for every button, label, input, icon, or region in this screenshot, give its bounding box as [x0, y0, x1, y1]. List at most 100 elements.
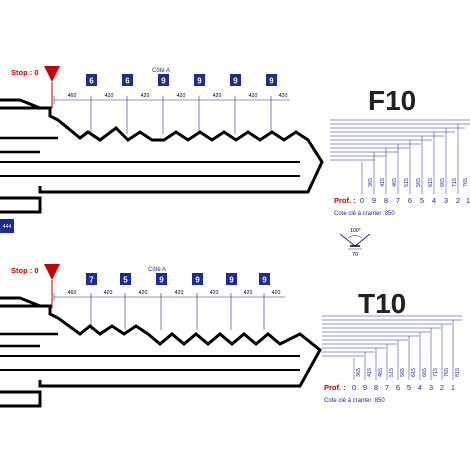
stop-marker-icon — [44, 264, 60, 280]
depth-value: 615 — [428, 178, 434, 187]
depth-number: 3 — [429, 383, 433, 392]
cut-value: 9 — [262, 276, 267, 285]
spacing-value: 420 — [210, 290, 219, 296]
cut-value: 9 — [161, 77, 166, 86]
cut-box — [192, 273, 203, 285]
cut-value: 7 — [89, 276, 94, 285]
depth-value: 715 — [452, 178, 458, 187]
code-title: F10 — [368, 85, 416, 116]
depth-numbers: 0 9 8 7 6 5 4 3 2 1 — [360, 196, 470, 205]
spacing-value: 420 — [279, 93, 288, 99]
spacing-value: 420 — [104, 290, 113, 296]
cut-codes: 6 6 9 9 9 9 — [86, 74, 277, 86]
panel-f10: Stop : 0 Côté A 6 6 9 9 9 9 — [0, 66, 470, 217]
spacing-value: 420 — [177, 93, 186, 99]
depth-number: 2 — [440, 383, 444, 392]
side-label: Côté A — [152, 68, 170, 74]
spacing-value: 460 — [68, 93, 77, 99]
cut-box — [194, 74, 205, 86]
spacing-value: 420 — [139, 290, 148, 296]
depth-number: 6 — [408, 196, 412, 205]
cut-box — [158, 74, 169, 86]
prof-label: Prof. : — [334, 196, 356, 205]
depth-value: 815 — [455, 368, 461, 377]
spacing-value: 460 — [68, 290, 77, 296]
depth-number: 0 — [352, 383, 356, 392]
depth-value: 665 — [440, 178, 446, 187]
depth-number: 4 — [432, 196, 436, 205]
depth-number: 3 — [444, 196, 448, 205]
cut-value: 9 — [269, 77, 274, 86]
key-blade — [0, 296, 322, 408]
depth-number: 7 — [396, 196, 400, 205]
spacing-dimensions: 460 420 420 420 420 420 420 — [53, 290, 285, 330]
depth-value: 565 — [416, 178, 422, 187]
depth-value: 365 — [356, 368, 362, 377]
depth-value: 665 — [422, 368, 428, 377]
key-blade — [0, 98, 324, 214]
cut-value: 9 — [233, 77, 238, 86]
cut-value: 9 — [229, 276, 234, 285]
depth-number: 5 — [420, 196, 424, 205]
panel-t10: Stop : 0 Côté A 7 5 9 9 9 9 — [0, 264, 462, 408]
stop-marker-icon — [44, 66, 60, 82]
cut-box — [259, 273, 270, 285]
spacing-value: 420 — [141, 93, 150, 99]
angle-label: 100° — [350, 228, 361, 234]
depth-number: 4 — [418, 383, 422, 392]
cut-box — [156, 273, 167, 285]
spacing-value: 420 — [244, 290, 253, 296]
depth-value: 415 — [367, 368, 373, 377]
depth-value: 715 — [433, 368, 439, 377]
cut-box — [86, 74, 97, 86]
angle-width: 70 — [352, 252, 358, 258]
depth-number: 0 — [360, 196, 364, 205]
depth-value: 465 — [378, 368, 384, 377]
side-badge-icon — [0, 219, 14, 233]
depth-value: 515 — [389, 368, 395, 377]
spacing-value: 420 — [272, 290, 281, 296]
code-title: T10 — [358, 288, 406, 319]
cut-box — [122, 74, 133, 86]
cut-value: 9 — [195, 276, 200, 285]
cut-value: 6 — [89, 77, 94, 86]
spacing-dimensions: 460 420 420 420 420 420 420 — [53, 93, 290, 134]
depth-numbers: 0 9 8 7 6 5 4 3 2 1 — [352, 383, 455, 392]
depth-value: 615 — [411, 368, 417, 377]
depth-number: 7 — [385, 383, 389, 392]
cut-value: 9 — [197, 77, 202, 86]
depth-number: 8 — [384, 196, 388, 205]
spacing-value: 420 — [105, 93, 114, 99]
cut-value: 6 — [125, 77, 130, 86]
stop-label: Stop : 0 — [11, 266, 39, 275]
spacing-value: 420 — [249, 93, 258, 99]
side-label: Côté A — [148, 267, 166, 273]
cut-value: 9 — [159, 276, 164, 285]
cote-label: Cote clé à cranter :850 — [324, 398, 385, 404]
depth-value: 765 — [444, 368, 450, 377]
cut-box — [86, 273, 97, 285]
depth-value: 365 — [368, 178, 374, 187]
cut-box — [230, 74, 241, 86]
depth-chart: 365 415 465 515 565 615 665 715 765 815 — [322, 315, 462, 380]
depth-number: 1 — [451, 383, 455, 392]
cote-label: Cote clé à cranter :850 — [334, 211, 395, 217]
stop-label: Stop : 0 — [11, 68, 39, 77]
spacing-value: 420 — [213, 93, 222, 99]
depth-value: 515 — [404, 178, 410, 187]
depth-chart: 365 415 465 515 565 615 665 715 765 — [330, 119, 470, 194]
depth-number: 5 — [407, 383, 411, 392]
depth-number: 6 — [396, 383, 400, 392]
depth-number: 2 — [456, 196, 460, 205]
prof-label: Prof. : — [324, 383, 346, 392]
cut-box — [266, 74, 277, 86]
spacing-value: 420 — [175, 290, 184, 296]
depth-number: 1 — [466, 196, 470, 205]
cut-box — [120, 273, 131, 285]
depth-value: 415 — [380, 178, 386, 187]
cut-box — [226, 273, 237, 285]
cut-angle-diagram: 100° 70 — [339, 228, 371, 258]
cut-codes: 7 5 9 9 9 9 — [86, 273, 270, 285]
cut-value: 5 — [123, 276, 128, 285]
